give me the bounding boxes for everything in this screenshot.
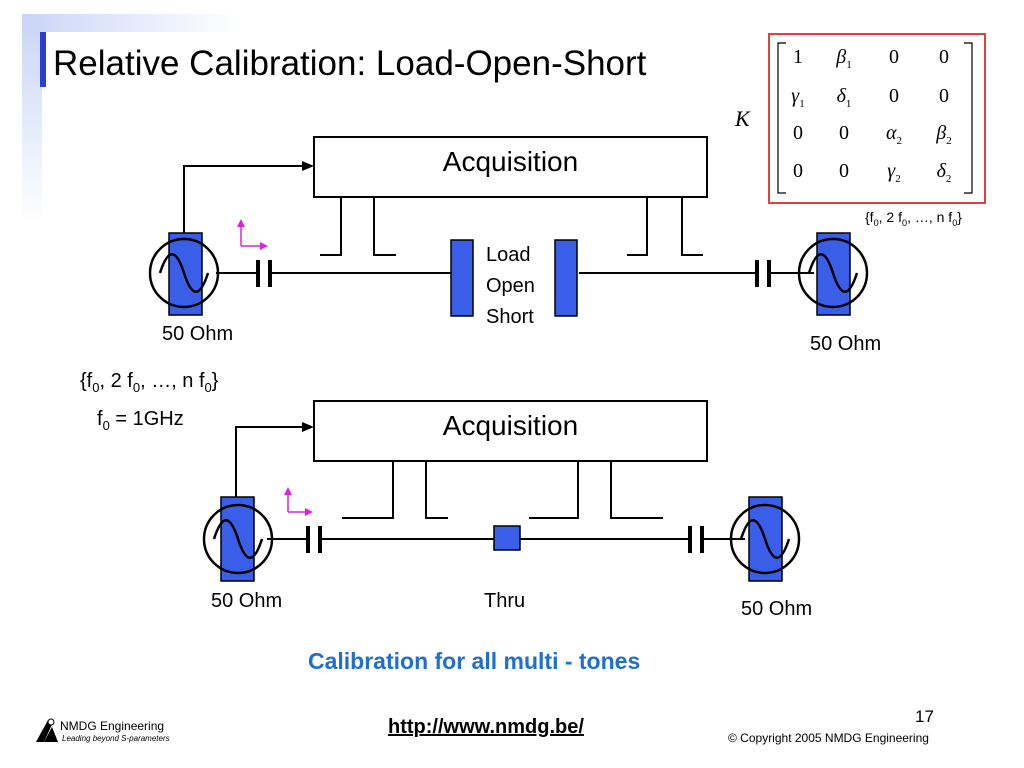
website-link[interactable]: http://www.nmdg.be/ (388, 716, 584, 738)
top-left-impedance: 50 Ohm (162, 323, 234, 345)
matrix-cell: α2 (886, 122, 902, 147)
bottom-setup-wiring (235, 426, 745, 540)
bottom-left-impedance: 50 Ohm (211, 590, 283, 612)
top-left-reference-arrows (237, 219, 268, 250)
top-right-source (797, 232, 869, 316)
bottom-right-source (729, 496, 801, 582)
matrix-cell: γ1 (791, 85, 805, 110)
matrix-cell: δ1 (836, 85, 852, 110)
bottom-left-reference-arrows (284, 487, 313, 516)
matrix-cell: 0 (939, 85, 949, 107)
matrix-cell: 0 (939, 46, 949, 68)
nmdg-logo-mark (36, 718, 58, 742)
logo-name: NMDG Engineering (60, 719, 165, 733)
matrix-cell: 0 (889, 46, 899, 68)
matrix-cell: δ2 (936, 160, 952, 185)
matrix-cell: 0 (793, 160, 803, 182)
matrix-prefix: K (735, 106, 750, 131)
page-number: 17 (915, 707, 934, 726)
top-standard-right-block (554, 239, 578, 317)
top-right-dc-block (755, 260, 771, 287)
top-acquisition-box: Acquisition (313, 136, 708, 198)
fundamental-frequency-label: f0 = 1GHz (97, 408, 184, 433)
standards-list: Load Open Short (486, 240, 535, 333)
bottom-right-impedance: 50 Ohm (741, 598, 813, 620)
top-acquisition-label: Acquisition (442, 146, 579, 177)
matrix-harmonics-label: {f0, 2 f0, …, n f0} (865, 209, 962, 228)
bottom-left-dc-block (306, 526, 322, 553)
top-standard-left-block (450, 239, 474, 317)
top-setup-wiring (183, 165, 814, 274)
page-title: Relative Calibration: Load-Open-Short (53, 44, 647, 83)
slide-decoration (22, 14, 237, 224)
top-left-dc-block (256, 260, 272, 287)
matrix-brackets (777, 42, 973, 194)
matrix-cell: 1 (793, 46, 803, 68)
standard-load: Load (486, 244, 531, 266)
matrix-cell: 0 (839, 122, 849, 144)
matrix-cell: β1 (836, 46, 852, 71)
top-right-impedance: 50 Ohm (810, 333, 882, 355)
top-trigger-arrowhead (302, 161, 314, 171)
standard-open: Open (486, 275, 535, 297)
excitation-harmonics-label: {f0, 2 f0, …, n f0} (80, 370, 219, 395)
bottom-trigger-arrowhead (302, 422, 314, 432)
copyright-notice: © Copyright 2005 NMDG Engineering (728, 731, 929, 745)
logo-tagline: Leading beyond S-parameters (62, 734, 170, 743)
thru-block (493, 525, 521, 551)
bottom-acquisition-box: Acquisition (313, 400, 708, 462)
bottom-left-source (202, 496, 274, 582)
standard-short: Short (486, 306, 534, 328)
calibration-tagline: Calibration for all multi - tones (308, 648, 641, 674)
calibration-matrix (768, 33, 986, 204)
bottom-acquisition-label: Acquisition (442, 410, 579, 441)
matrix-cell: γ2 (887, 160, 901, 185)
matrix-cell: 0 (889, 85, 899, 107)
bottom-right-dc-block (688, 526, 704, 553)
matrix-cell: 0 (839, 160, 849, 182)
top-left-source (148, 232, 220, 316)
matrix-cell: β2 (936, 122, 952, 147)
matrix-cell: 0 (793, 122, 803, 144)
thru-label: Thru (484, 590, 526, 612)
